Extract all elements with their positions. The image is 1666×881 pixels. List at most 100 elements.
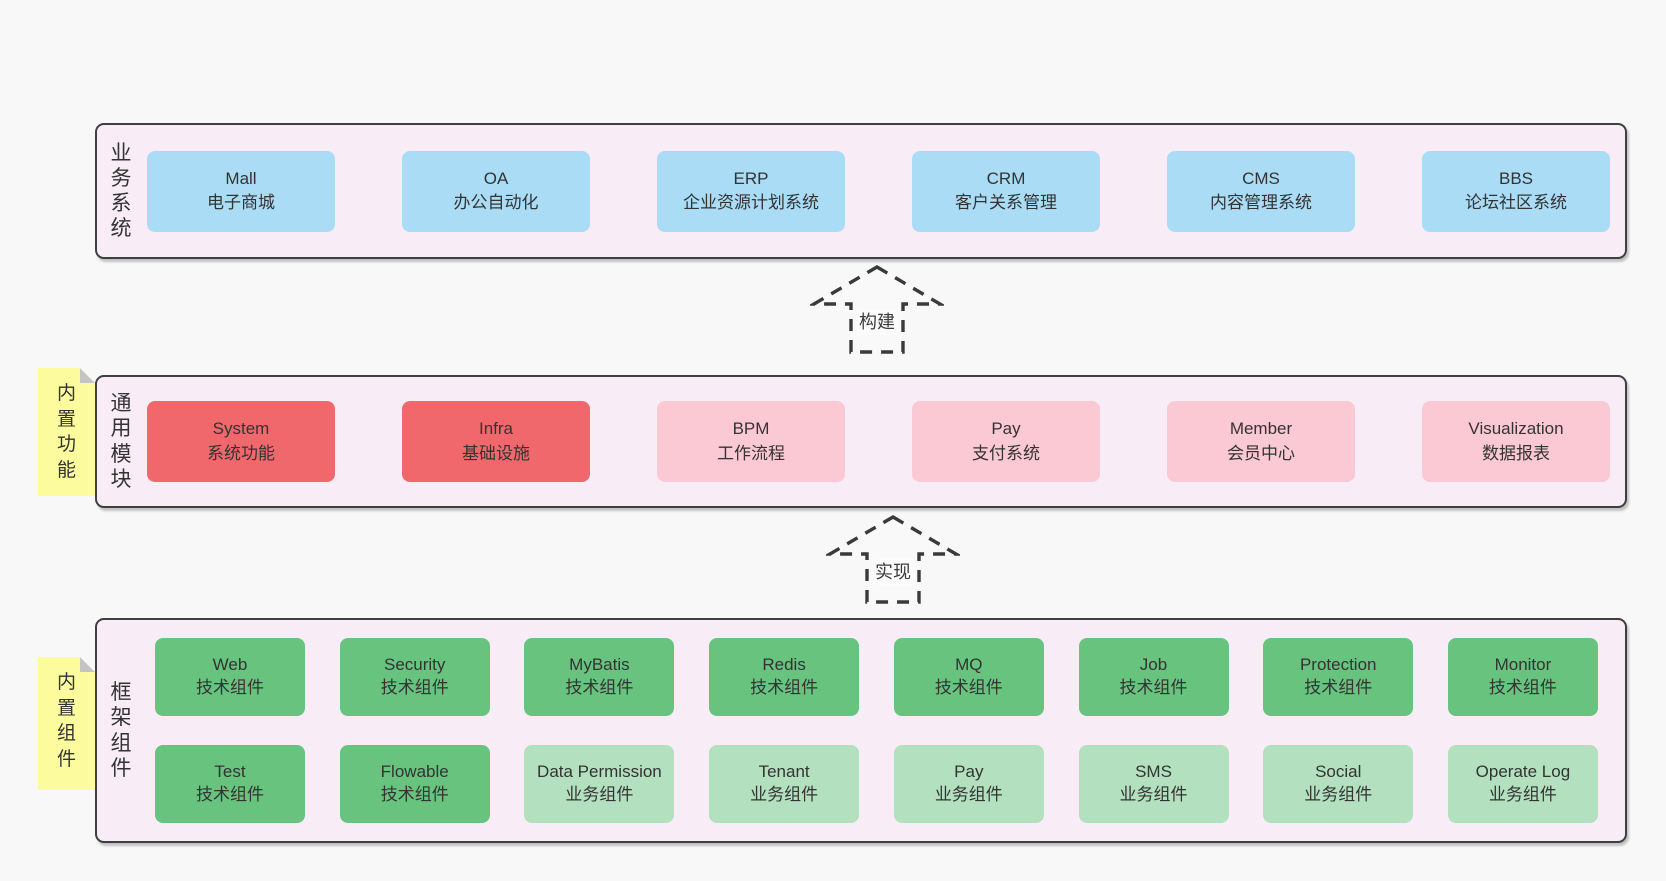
arrow-build-label: 构建 xyxy=(859,312,895,332)
box-subtitle: 内容管理系统 xyxy=(1210,193,1312,212)
box-name: ERP xyxy=(733,168,769,188)
box-bbs: BBS 论坛社区系统 xyxy=(1422,150,1610,232)
box-subtitle: 技术组件 xyxy=(934,678,1003,697)
box-subtitle: 论坛社区系统 xyxy=(1465,193,1567,212)
dashed-up-arrow-icon: 实现 xyxy=(826,515,960,604)
box-name: Test xyxy=(214,762,246,782)
box-subtitle: 业务组件 xyxy=(1119,785,1188,804)
box-pay-system: Pay 支付系统 xyxy=(912,401,1100,482)
box-subtitle: 业务组件 xyxy=(565,785,634,804)
box-name: Member xyxy=(1229,419,1293,439)
box-subtitle: 电子商城 xyxy=(207,193,275,212)
box-name: Web xyxy=(212,655,248,675)
box-subtitle: 业务组件 xyxy=(934,785,1003,804)
band-label-common-modules: 通用模块 xyxy=(110,392,132,491)
band-label-business-systems: 业务系统 xyxy=(110,141,132,241)
box-monitor: Monitor 技术组件 xyxy=(1447,638,1598,716)
box-name: BPM xyxy=(732,419,770,439)
box-sms: SMS 业务组件 xyxy=(1078,745,1229,823)
box-name: System xyxy=(212,419,270,439)
box-subtitle: 技术组件 xyxy=(750,678,819,697)
box-operate-log: Operate Log 业务组件 xyxy=(1447,745,1598,823)
box-name: Monitor xyxy=(1494,655,1552,675)
box-name: Mall xyxy=(225,168,257,188)
band-framework-content: Web 技术组件 Security 技术组件 MyBatis 技术组件 Redi… xyxy=(155,638,1598,823)
box-bpm: BPM 工作流程 xyxy=(657,401,845,482)
box-subtitle: 技术组件 xyxy=(1304,678,1373,697)
box-job: Job 技术组件 xyxy=(1078,638,1229,716)
arrow-build: 构建 xyxy=(810,264,944,356)
box-visualization: Visualization 数据报表 xyxy=(1422,401,1610,482)
box-subtitle: 企业资源计划系统 xyxy=(683,193,819,212)
box-name: OA xyxy=(483,168,509,188)
box-name: Flowable xyxy=(380,762,449,782)
box-oa: OA 办公自动化 xyxy=(402,150,590,232)
band-business-systems: 业务系统 Mall 电子商城 OA 办公自动化 ERP 企业资源计划系统 CRM… xyxy=(95,123,1627,259)
box-name: Infra xyxy=(478,419,514,439)
box-security: Security 技术组件 xyxy=(339,638,490,716)
sticky-note-label: 内置功能 xyxy=(56,383,76,481)
box-name: MyBatis xyxy=(569,655,630,675)
framework-row-2: Test 技术组件 Flowable 技术组件 Data Permission … xyxy=(155,745,1598,823)
box-redis: Redis 技术组件 xyxy=(709,638,860,716)
box-subtitle: 支付系统 xyxy=(972,443,1040,463)
box-subtitle: 业务组件 xyxy=(1488,785,1557,804)
box-pay-component: Pay 业务组件 xyxy=(893,745,1044,823)
box-subtitle: 业务组件 xyxy=(750,785,819,804)
box-name: Pay xyxy=(991,419,1021,439)
box-subtitle: 客户关系管理 xyxy=(955,193,1057,212)
box-social: Social 业务组件 xyxy=(1263,745,1414,823)
sticky-note-label: 内置组件 xyxy=(56,672,76,770)
box-infra: Infra 基础设施 xyxy=(402,401,590,482)
box-name: Security xyxy=(383,655,446,675)
band-common-modules: 通用模块 System 系统功能 Infra 基础设施 BPM 工作流程 Pay… xyxy=(95,375,1627,508)
box-name: Job xyxy=(1139,655,1168,675)
box-erp: ERP 企业资源计划系统 xyxy=(657,150,845,232)
box-subtitle: 技术组件 xyxy=(196,785,264,804)
box-subtitle: 工作流程 xyxy=(717,443,785,463)
box-subtitle: 会员中心 xyxy=(1227,443,1295,463)
box-name: MQ xyxy=(955,655,983,675)
sticky-note-builtin-features: 内置功能 xyxy=(38,368,95,496)
box-mall: Mall 电子商城 xyxy=(147,150,335,232)
box-name: Pay xyxy=(954,762,984,782)
box-subtitle: 技术组件 xyxy=(1119,678,1188,697)
box-name: Visualization xyxy=(1468,419,1564,439)
box-name: BBS xyxy=(1498,168,1534,188)
box-name: Protection xyxy=(1299,655,1377,675)
box-cms: CMS 内容管理系统 xyxy=(1167,150,1355,232)
box-crm: CRM 客户关系管理 xyxy=(912,150,1100,232)
box-subtitle: 技术组件 xyxy=(1488,678,1557,697)
box-name: Redis xyxy=(762,655,806,675)
box-subtitle: 技术组件 xyxy=(196,678,264,697)
box-data-permission: Data Permission 业务组件 xyxy=(524,745,675,823)
framework-row-1: Web 技术组件 Security 技术组件 MyBatis 技术组件 Redi… xyxy=(155,638,1598,716)
band-business-content: Mall 电子商城 OA 办公自动化 ERP 企业资源计划系统 CRM 客户关系… xyxy=(147,150,1610,232)
box-name: Operate Log xyxy=(1475,762,1571,782)
box-subtitle: 技术组件 xyxy=(380,785,449,804)
band-framework-components: 框架组件 Web 技术组件 Security 技术组件 MyBatis 技术组件… xyxy=(95,618,1627,843)
box-member: Member 会员中心 xyxy=(1167,401,1355,482)
box-web: Web 技术组件 xyxy=(155,638,305,716)
arrow-implement-label: 实现 xyxy=(875,562,911,582)
box-mq: MQ 技术组件 xyxy=(893,638,1044,716)
box-subtitle: 系统功能 xyxy=(207,443,275,463)
box-subtitle: 办公自动化 xyxy=(453,193,539,212)
box-subtitle: 技术组件 xyxy=(565,678,634,697)
box-name: CRM xyxy=(986,168,1026,188)
box-name: Tenant xyxy=(758,762,810,782)
box-system: System 系统功能 xyxy=(147,401,335,482)
band-common-content: System 系统功能 Infra 基础设施 BPM 工作流程 Pay 支付系统… xyxy=(147,401,1610,482)
box-test: Test 技术组件 xyxy=(155,745,305,823)
box-subtitle: 业务组件 xyxy=(1304,785,1373,804)
box-name: CMS xyxy=(1242,168,1280,188)
box-flowable: Flowable 技术组件 xyxy=(339,745,490,823)
sticky-note-builtin-components: 内置组件 xyxy=(38,657,95,790)
box-mybatis: MyBatis 技术组件 xyxy=(524,638,675,716)
box-name: SMS xyxy=(1135,762,1172,782)
box-subtitle: 基础设施 xyxy=(462,443,530,463)
box-subtitle: 数据报表 xyxy=(1482,443,1550,463)
band-label-framework-components: 框架组件 xyxy=(110,681,132,780)
dashed-up-arrow-icon: 构建 xyxy=(810,265,944,354)
